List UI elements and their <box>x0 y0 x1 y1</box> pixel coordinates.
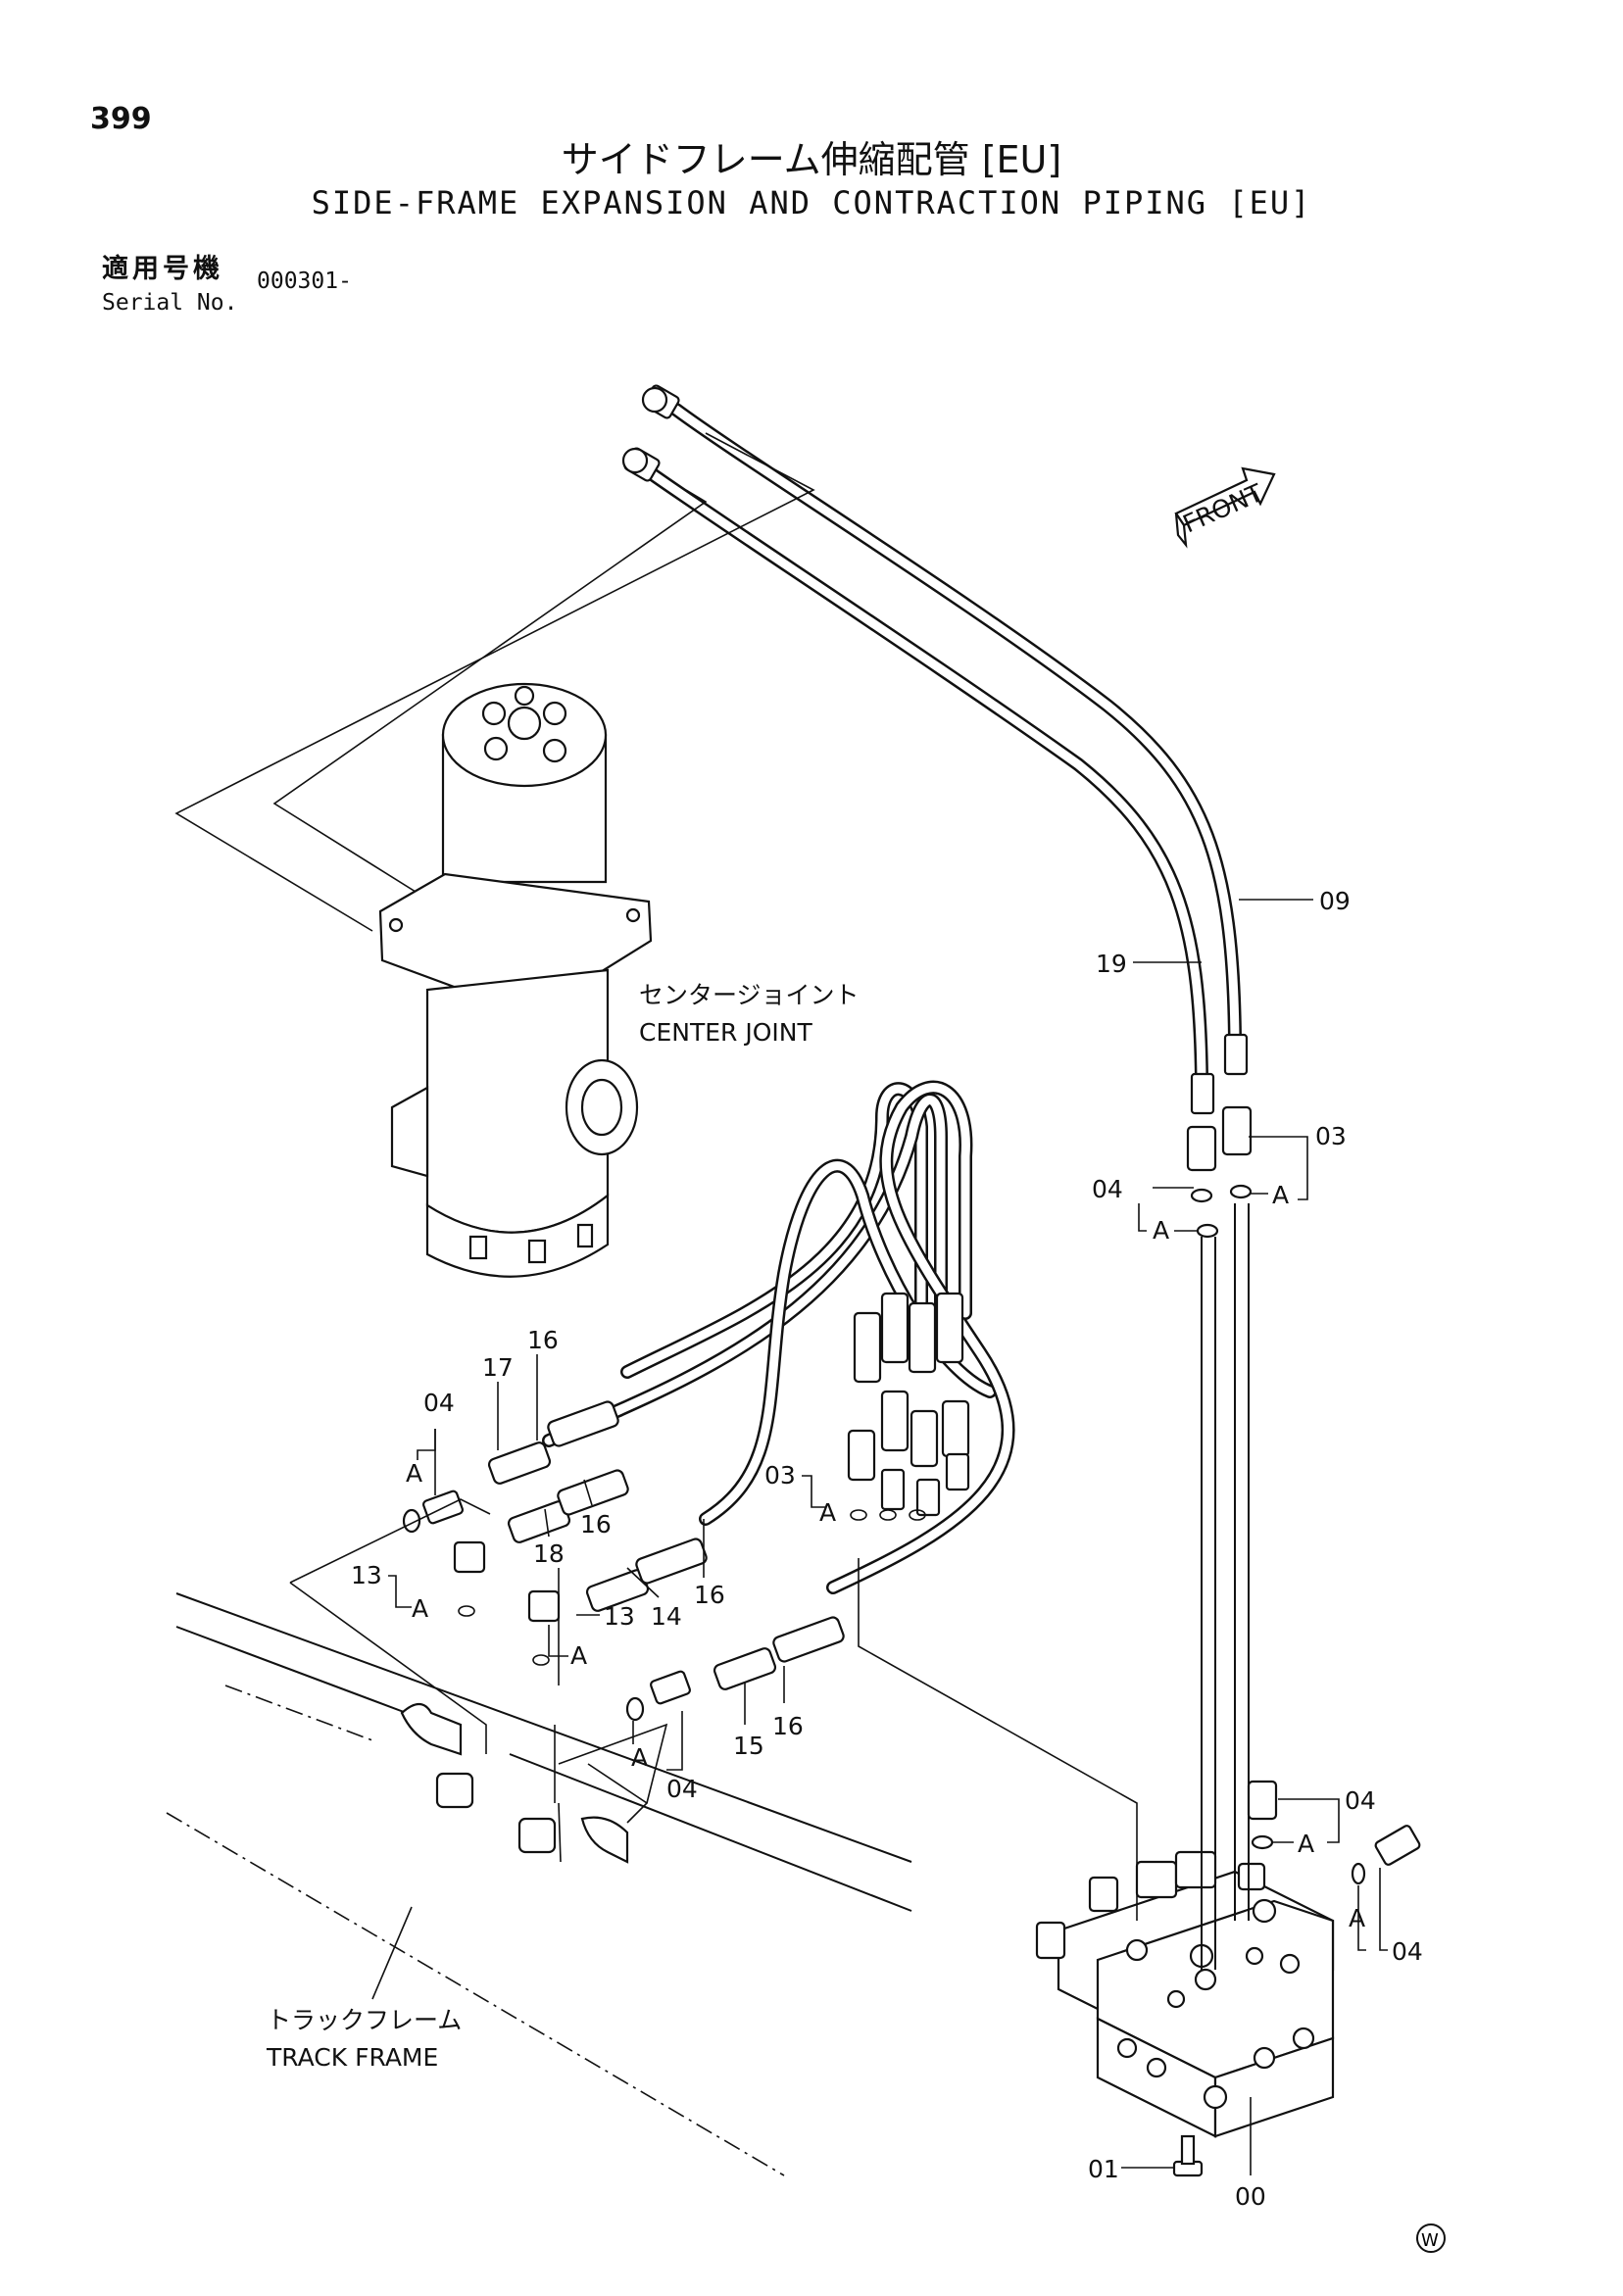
callouts: 09 19 03 A 04 A 16 17 04 A 16 18 03 A <box>351 887 1423 2211</box>
callout-03: 03 <box>764 1461 796 1490</box>
page-title-japanese: サイドフレーム伸縮配管 [EU] <box>561 138 1062 181</box>
callout-a: A <box>1272 1181 1289 1209</box>
callout-14: 14 <box>651 1602 682 1631</box>
callout-a: A <box>631 1743 648 1772</box>
callout-19: 19 <box>1096 950 1127 978</box>
center-joint-label-japanese: センタージョイント <box>639 981 860 1009</box>
callout-04: 04 <box>1392 1937 1423 1966</box>
valve-adapters <box>1190 1184 1421 1885</box>
serial-label-japanese: 適用号機 <box>102 254 223 284</box>
serial-number-value: 000301- <box>257 269 352 294</box>
callout-a: A <box>1349 1904 1365 1932</box>
track-frame-label-english: TRACK FRAME <box>266 2043 438 2072</box>
front-label: FRONT <box>1179 478 1267 539</box>
hose-fittings-left <box>402 1400 845 1722</box>
page-number: 399 <box>90 102 152 136</box>
callout-a: A <box>406 1459 422 1488</box>
callout-16: 16 <box>694 1581 725 1609</box>
serial-label-english: Serial No. <box>102 290 238 316</box>
callout-18: 18 <box>533 1539 565 1568</box>
top-hose-assembly <box>621 384 1253 1172</box>
callout-a: A <box>412 1594 428 1623</box>
callout-16: 16 <box>580 1510 612 1539</box>
callout-03: 03 <box>1315 1122 1347 1150</box>
callout-04: 04 <box>666 1775 698 1803</box>
page-title-english: SIDE-FRAME EXPANSION AND CONTRACTION PIP… <box>311 184 1312 221</box>
callout-16: 16 <box>772 1712 804 1740</box>
callout-a: A <box>1298 1830 1314 1858</box>
callout-17: 17 <box>482 1353 514 1382</box>
callout-16: 16 <box>527 1326 559 1354</box>
center-joint <box>378 682 653 1278</box>
track-frame-label-japanese: トラックフレーム <box>267 2006 462 2034</box>
front-arrow: FRONT <box>1174 466 1276 549</box>
hose-end-fitting <box>621 384 680 482</box>
corner-mark-letter: W <box>1421 2230 1439 2251</box>
middle-hose-bundle <box>542 1080 1015 1594</box>
callout-a: A <box>819 1498 836 1527</box>
callout-a: A <box>1153 1216 1169 1245</box>
reference-outline <box>272 489 708 903</box>
callout-09: 09 <box>1319 887 1351 915</box>
corner-mark: W <box>1416 2223 1446 2253</box>
callout-a: A <box>570 1641 587 1670</box>
valve-block <box>1035 1850 1335 2177</box>
callout-13: 13 <box>351 1561 382 1589</box>
callout-01: 01 <box>1088 2155 1119 2183</box>
callout-13: 13 <box>604 1602 635 1631</box>
callout-00: 00 <box>1235 2182 1266 2211</box>
center-joint-label-english: CENTER JOINT <box>639 1018 812 1047</box>
callout-15: 15 <box>733 1732 764 1760</box>
callout-04: 04 <box>423 1389 455 1417</box>
reference-outline <box>174 432 815 932</box>
track-frame <box>166 1592 912 2176</box>
callout-04: 04 <box>1092 1175 1123 1203</box>
callout-04: 04 <box>1345 1786 1376 1815</box>
